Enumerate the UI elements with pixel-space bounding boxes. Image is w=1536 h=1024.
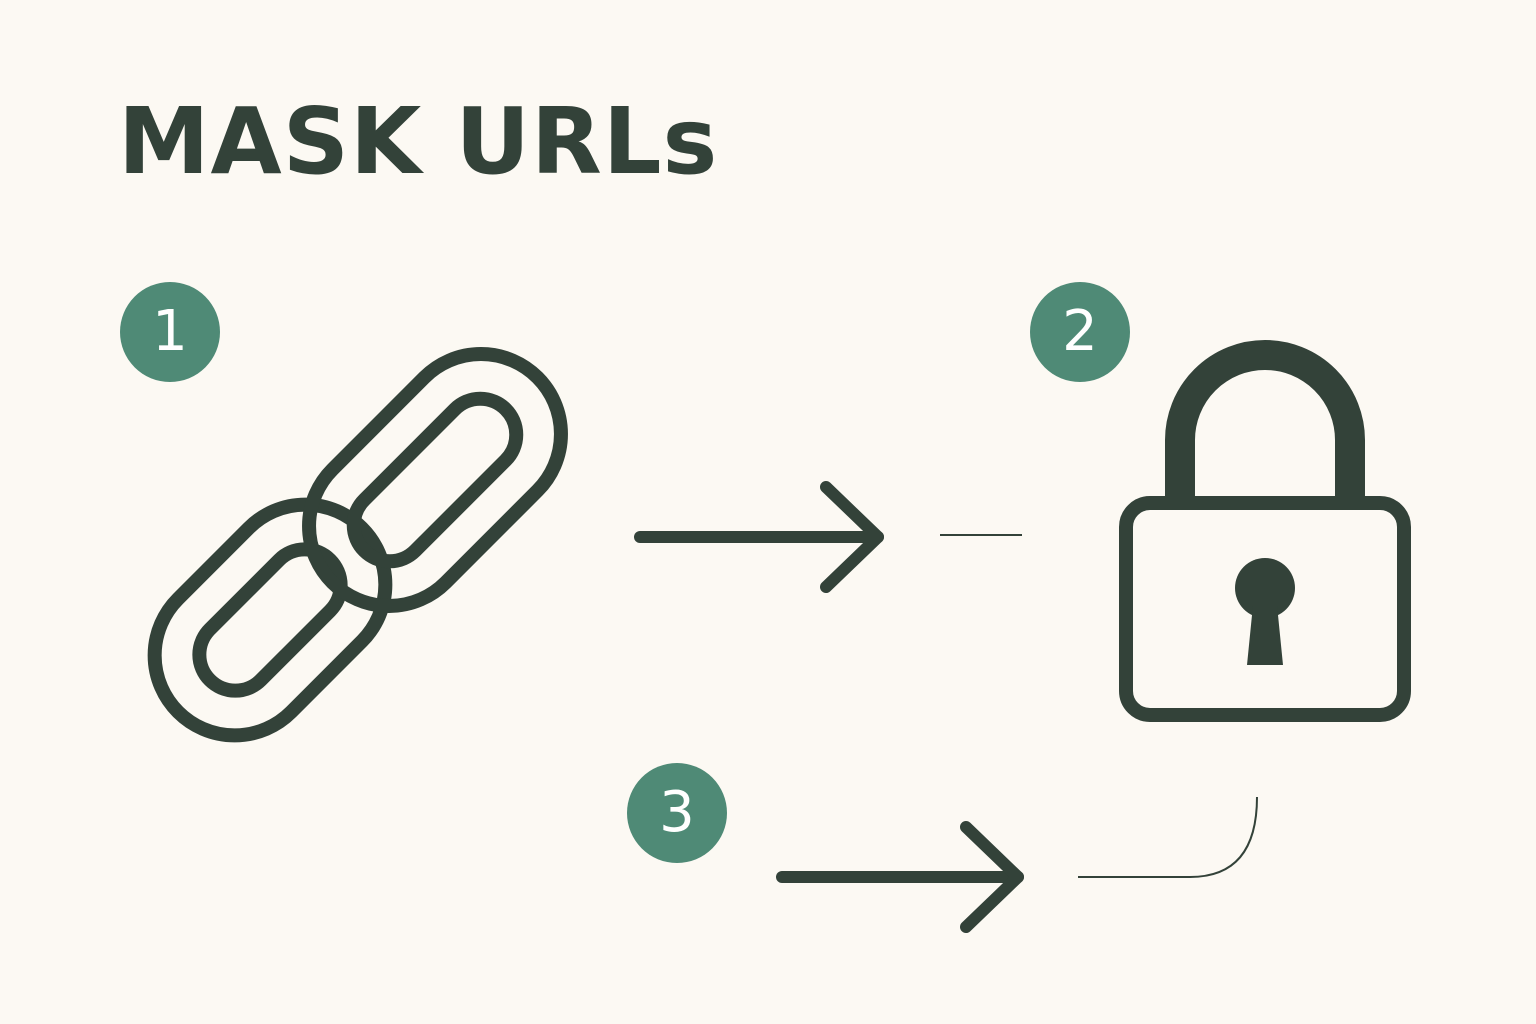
chain-link-upper-inner [346, 391, 524, 569]
chain-link-lower-inner [192, 542, 348, 698]
arrow-right-icon [634, 481, 884, 593]
chain-link-upper-outer [302, 347, 568, 613]
arrow-right-icon [776, 821, 1024, 933]
chain-link-lower-outer [147, 497, 393, 743]
step-1-badge: 1 [120, 282, 220, 382]
page-title: MASK URLs [118, 88, 719, 195]
step-2-badge: 2 [1030, 282, 1130, 382]
padlock-icon [1119, 340, 1411, 722]
connector-curve [1078, 796, 1258, 878]
chain-link-icon [147, 347, 568, 743]
step-3-badge: 3 [627, 763, 727, 863]
